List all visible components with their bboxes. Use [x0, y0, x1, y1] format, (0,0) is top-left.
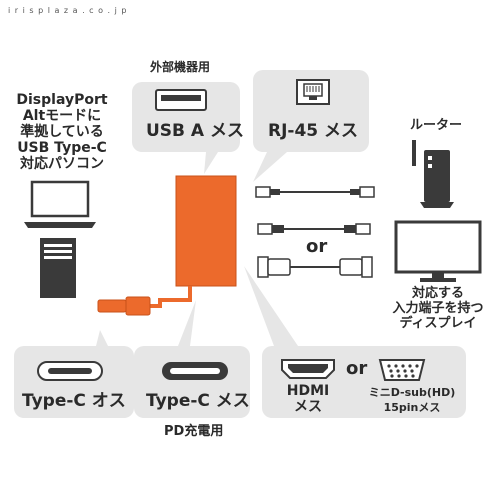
mini-dsub-line-2: 15pinメス — [383, 401, 441, 414]
adapter-cable — [150, 286, 192, 308]
display-line-3: ディスプレイ — [399, 316, 477, 331]
site-url: i r i s p l a z a . c o . j p — [8, 6, 128, 15]
pd-charge-label: PD充電用 — [164, 424, 224, 439]
display-line-1: 対応する — [411, 286, 464, 301]
typec-male-label: Type-C オス — [22, 391, 126, 411]
rj45-port-icon — [296, 79, 330, 105]
mini-dsub-port-icon — [378, 359, 426, 381]
typec-female-bubble — [134, 300, 250, 418]
hdmi-description: HDMI メス — [276, 383, 340, 415]
mini-dsub-description: ミニD-sub(HD) 15pinメス — [360, 385, 464, 415]
lan-cable-icon — [255, 186, 375, 198]
pc-line-2: Altモードに — [22, 108, 102, 124]
pc-line-5: 対応パソコン — [20, 156, 104, 172]
pc-line-3: 準拠している — [20, 124, 104, 140]
hdmi-cable-icon — [257, 223, 371, 235]
router-icon — [412, 140, 454, 208]
pc-line-4: USB Type-C — [17, 140, 107, 156]
display-line-2: 入力端子を持つ — [392, 301, 484, 316]
pc-line-1: DisplayPort — [16, 92, 108, 108]
desktop-tower-icon — [40, 238, 76, 298]
cable-or-label: or — [306, 236, 328, 257]
typec-female-label: Type-C メス — [146, 391, 250, 411]
rj45-label: RJ-45 メス — [268, 121, 359, 141]
router-label: ルーター — [410, 118, 463, 133]
usb-a-port-icon — [155, 89, 207, 111]
usb-a-label: USB A メス — [146, 121, 244, 141]
typec-plug — [97, 296, 151, 316]
rj45-bubble — [253, 70, 369, 182]
hdmi-port-icon — [281, 359, 335, 379]
pc-description: DisplayPort Altモードに 準拠している USB Type-C 対応… — [4, 92, 120, 172]
external-device-label: 外部機器用 — [150, 60, 211, 74]
hdmi-line-1: HDMI — [286, 383, 330, 399]
display-monitor-icon — [394, 220, 482, 282]
typec-female-port-icon — [162, 362, 228, 380]
typec-male-plug-icon — [37, 361, 103, 381]
port-or-label: or — [346, 358, 368, 379]
display-description: 対応する 入力端子を持つ ディスプレイ — [380, 286, 496, 331]
vga-cable-icon — [257, 256, 373, 278]
mini-dsub-line-1: ミニD-sub(HD) — [368, 386, 456, 399]
adapter-box — [175, 175, 237, 287]
laptop-icon — [24, 180, 96, 228]
hdmi-line-2: メス — [294, 399, 322, 415]
